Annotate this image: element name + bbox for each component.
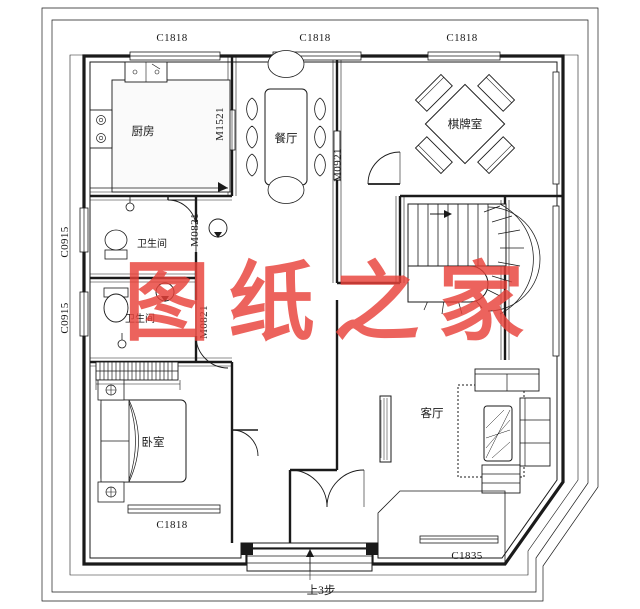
nightstand-bottom: [97, 481, 125, 503]
window-bottom-left: [127, 504, 221, 514]
basin-2: [155, 282, 175, 302]
bathroom-fixtures: [103, 196, 228, 349]
door-label-kitchen: M1521: [214, 107, 226, 141]
annotation-entry-steps: 上3步: [307, 584, 336, 597]
kitchen-stove-icon: [89, 109, 113, 149]
living-furniture: [379, 368, 551, 494]
window-label-top-right: C1818: [446, 32, 477, 44]
door-label-bath1: M0821: [189, 213, 201, 247]
bay-and-steps: [241, 490, 506, 580]
door-bath2: [195, 300, 229, 369]
tv-cabinet: [379, 395, 392, 463]
bed: [100, 399, 187, 483]
window-right-upper: [552, 71, 560, 185]
site-outline: [69, 54, 579, 576]
window-top-right: [427, 51, 501, 61]
room-label-gameroom: 棋牌室: [448, 117, 483, 131]
door-bath1: [167, 196, 197, 252]
stair-winder: [423, 203, 541, 315]
nightstand-top: [97, 379, 125, 401]
room-label-dining: 餐厅: [275, 131, 298, 145]
window-bottom-right: [419, 535, 499, 544]
dining-furniture: [246, 50, 326, 204]
staircase: [407, 203, 541, 315]
window-label-bottom-right: C1835: [451, 550, 482, 562]
window-label-top-left: C1818: [156, 32, 187, 44]
door-dining: [333, 130, 341, 181]
pillar-left: [241, 543, 253, 555]
wardrobe: [95, 361, 179, 381]
bedroom-furniture: [95, 361, 187, 503]
wall-inner-lines: [90, 56, 510, 367]
toilet-2: [103, 287, 129, 323]
window-label-top-center: C1818: [299, 32, 330, 44]
room-label-living: 客厅: [421, 406, 444, 420]
door-label-dining: M0921: [332, 148, 344, 182]
toilet-1: [104, 229, 128, 260]
entry-steps-graphic: [246, 548, 373, 580]
dining-chairs: [246, 50, 326, 204]
room-label-bedroom: 卧室: [142, 435, 165, 449]
ceiling-light-2: [117, 333, 127, 349]
doors: [167, 109, 401, 508]
outer-boundary-frame: [41, 7, 599, 602]
window-label-left-lower: C0915: [59, 302, 71, 333]
window-right-lower: [552, 205, 560, 357]
ceiling-light-1: [125, 196, 135, 212]
sofa-bottom: [481, 464, 521, 494]
sofa-right: [519, 397, 551, 467]
sofa-top: [474, 368, 540, 392]
interior-walls: [90, 56, 563, 543]
windows: [79, 51, 560, 544]
window-top-left: [129, 51, 221, 61]
room-label-kitchen: 厨房: [132, 125, 155, 138]
text-labels: 厨房 餐厅 棋牌室 卫生间 卫生间 卧室 客厅 C1818 C1818 C181…: [59, 32, 483, 597]
kitchen-furniture: [89, 61, 231, 193]
coffee-table: [483, 405, 513, 462]
door-label-bath2: M0821: [198, 305, 210, 339]
gameroom-furniture: [414, 73, 516, 175]
basin-1: [208, 218, 228, 238]
door-gameroom: [367, 151, 401, 185]
window-label-left-upper: C0915: [59, 226, 71, 257]
window-left-upper: [79, 207, 89, 253]
door-main-entrance: [289, 469, 365, 508]
kitchen-sink-icon: [124, 61, 168, 83]
room-label-bath2: 卫生间: [125, 312, 155, 325]
window-label-bottom-left: C1818: [156, 519, 187, 531]
door-bedroom: [231, 429, 259, 457]
pillar-right: [366, 543, 378, 555]
window-left-lower: [79, 291, 89, 337]
room-label-bath1: 卫生间: [137, 237, 167, 250]
